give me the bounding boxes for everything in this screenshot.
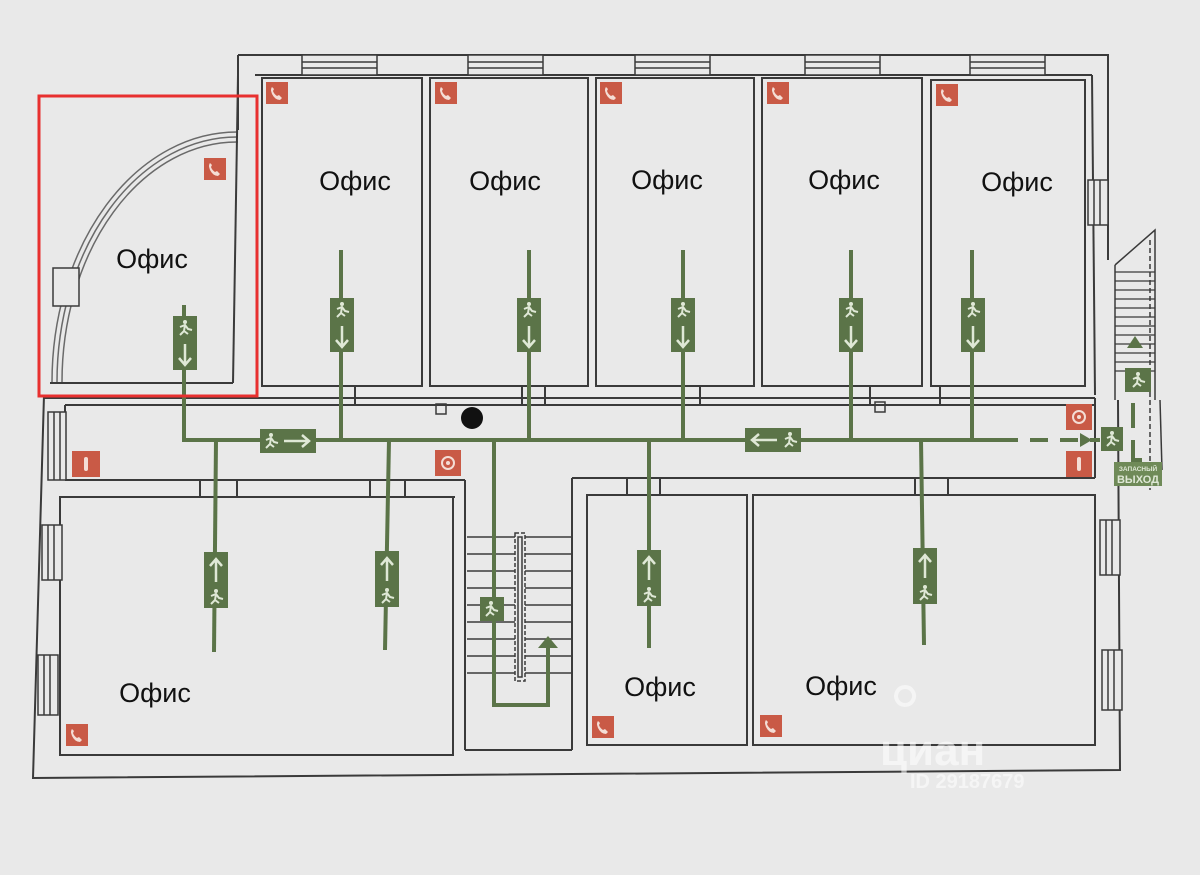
phone-icon (600, 82, 622, 104)
room-label: Офис (319, 166, 391, 196)
socket-marker (874, 401, 886, 413)
corner-office (50, 74, 239, 384)
emergency-exit-line2: ВЫХОД (1117, 474, 1159, 486)
fire-extinguisher-icon (1066, 451, 1092, 477)
side-windows (37, 179, 1123, 716)
room-label: Офис (624, 672, 696, 702)
route-arrowheads (538, 336, 1143, 648)
watermark: циан ID 29187679 (880, 685, 1025, 793)
socket-marker (435, 403, 447, 415)
bottom-offices (59, 494, 1096, 756)
phone-icon (936, 84, 958, 106)
phone-icon (592, 716, 614, 738)
top-windows (301, 54, 1046, 76)
emergency-exit-sign: ЗАПАСНЫЙ ВЫХОД (1114, 462, 1162, 486)
room-label: Офис (119, 678, 191, 708)
highlighted-room-frame (37, 94, 259, 398)
watermark-brand: циан (880, 726, 985, 775)
room-label: Офис (808, 165, 880, 195)
fire-extinguisher-icon (72, 451, 100, 477)
emergency-exit-line1: ЗАПАСНЫЙ (1119, 464, 1158, 473)
phone-icon (760, 715, 782, 737)
room-label: Офис (805, 671, 877, 701)
phone-icon (767, 82, 789, 104)
fire-alarm-icon (435, 450, 461, 476)
top-offices (261, 77, 1086, 387)
fire-safety-icons (72, 404, 1092, 477)
phone-icon (435, 82, 457, 104)
room-label: Офис (116, 244, 188, 274)
room-label: Офис (981, 167, 1053, 197)
column-marker (461, 407, 483, 429)
exit-signs (173, 298, 1151, 621)
phone-icon (204, 158, 226, 180)
phone-icon (266, 82, 288, 104)
central-staircase (467, 532, 572, 682)
phone-icon (66, 724, 88, 746)
room-label: Офис (631, 165, 703, 195)
watermark-id: ID 29187679 (910, 771, 1025, 793)
room-label: Офис (469, 166, 541, 196)
fire-alarm-icon (1066, 404, 1092, 430)
location-pin-icon (894, 685, 917, 707)
room-labels: Офис Офис Офис Офис Офис Офис Офис Офис … (116, 165, 1053, 708)
